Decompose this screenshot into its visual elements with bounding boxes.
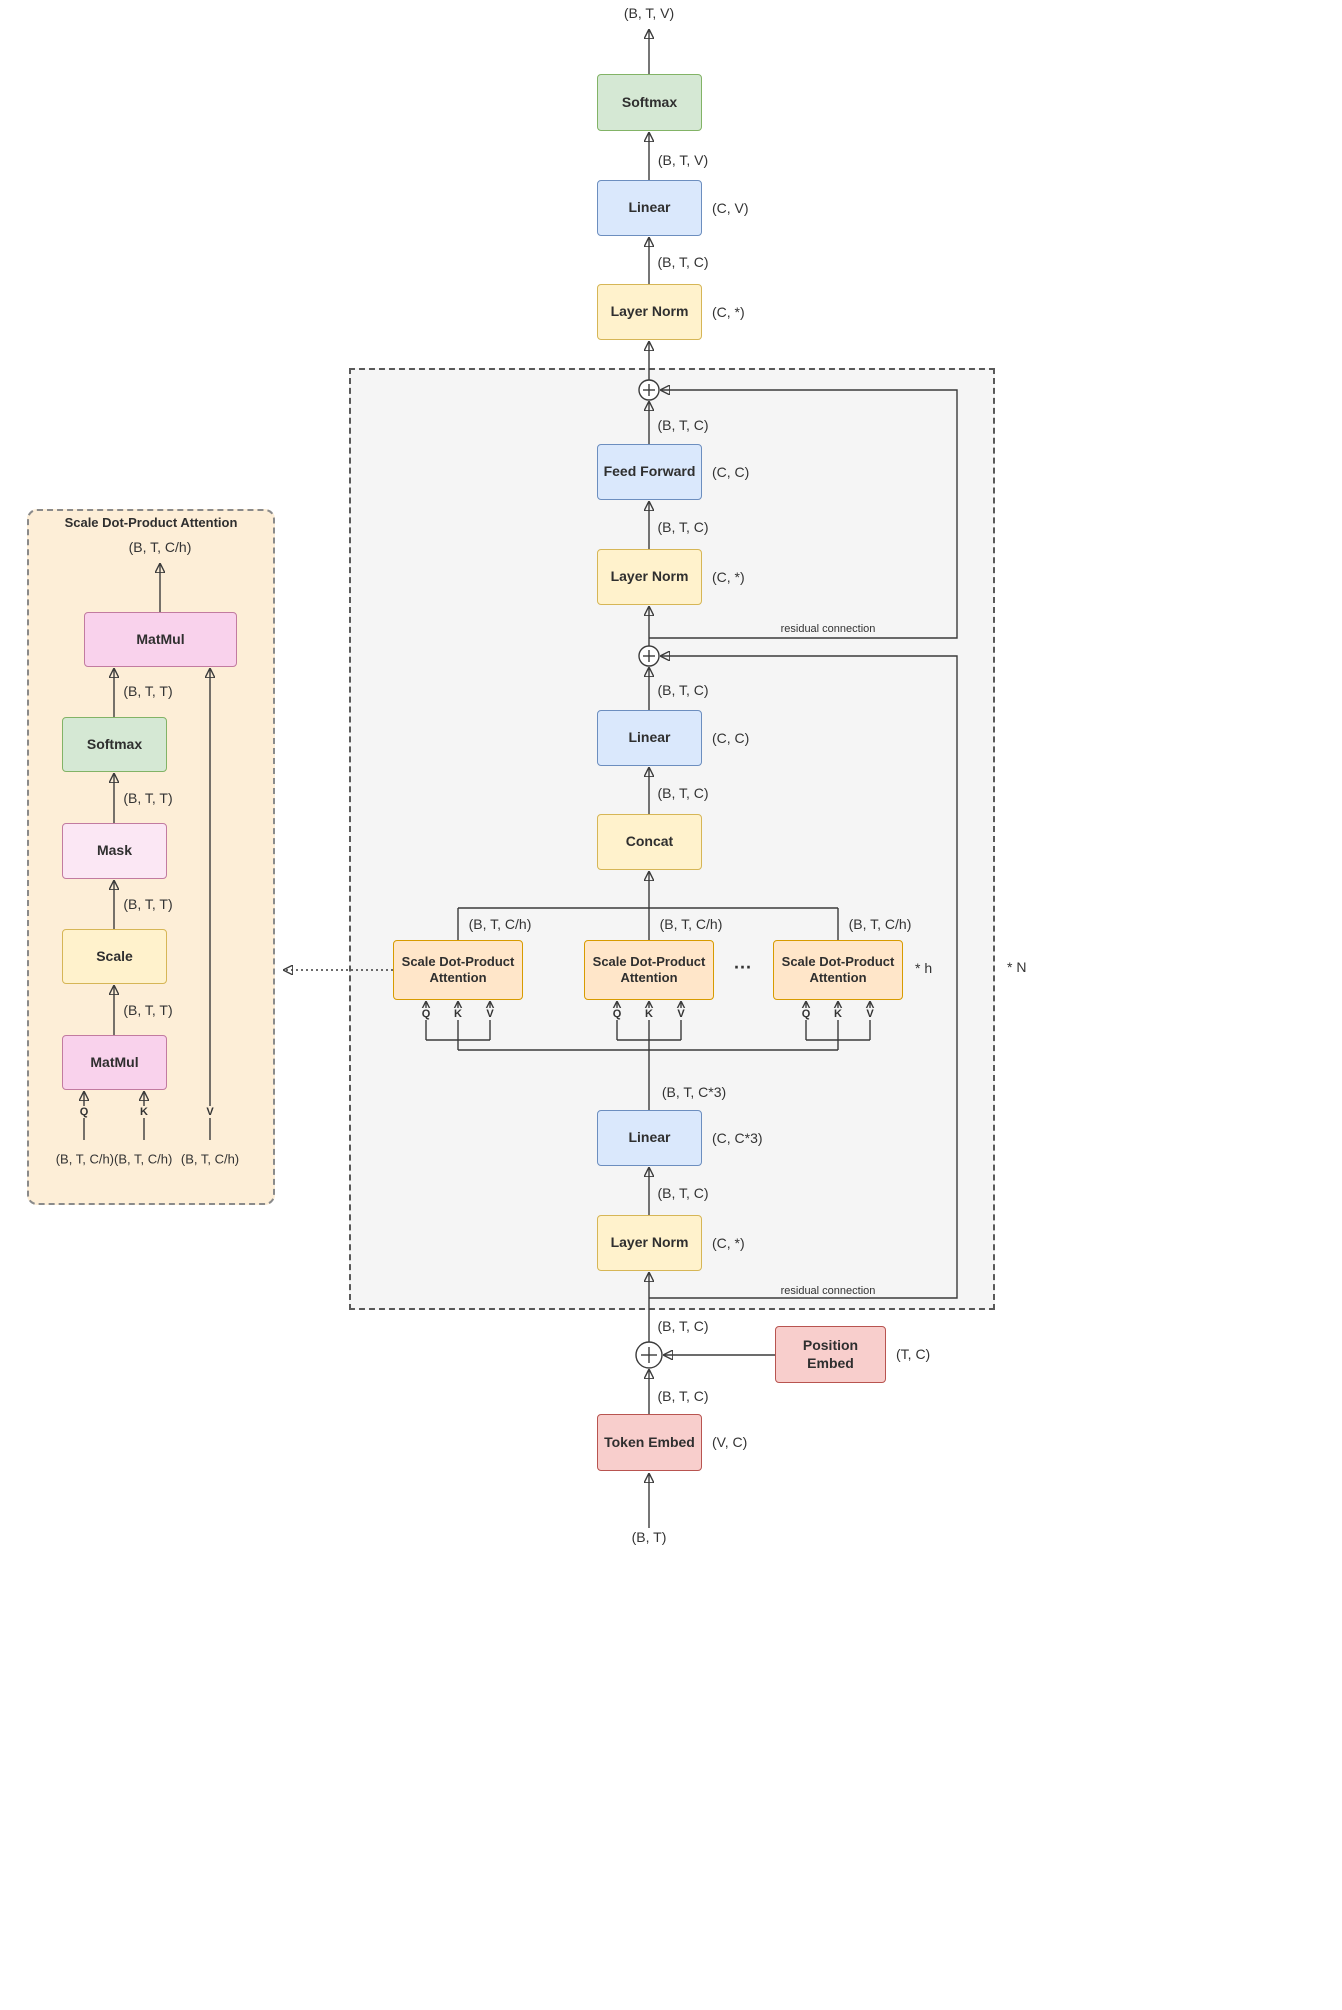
layernorm-1-block: Layer Norm — [597, 1215, 702, 1271]
times-h-label: * h — [915, 960, 933, 976]
layernorm-2-block: Layer Norm — [597, 549, 702, 605]
dim-label-layernorm-1: (C, *) — [712, 1235, 745, 1251]
shape-label-input-bottom: (B, T) — [631, 1529, 667, 1545]
inset-output-shape-label: (B, T, C/h) — [128, 539, 192, 555]
dim-label-token-embed: (V, C) — [712, 1434, 748, 1450]
q-label-head3: Q — [799, 1008, 813, 1020]
linear-proj-block: Linear — [597, 710, 702, 766]
inset-btt-label-3: (B, T, T) — [123, 896, 173, 912]
shape-label-btch-head2: (B, T, C/h) — [659, 916, 723, 932]
dim-label-layernorm-out: (C, *) — [712, 304, 745, 320]
k-label-head1: K — [452, 1008, 464, 1020]
shape-label-btch-head1: (B, T, C/h) — [468, 916, 532, 932]
shape-label-btc-2: (B, T, C) — [657, 417, 709, 433]
softmax-output-block: Softmax — [597, 74, 702, 131]
k-label-head2: K — [643, 1008, 655, 1020]
shape-label-btc3: (B, T, C*3) — [661, 1084, 727, 1100]
q-label-head1: Q — [419, 1008, 433, 1020]
times-n-label: * N — [1007, 959, 1027, 975]
inset-softmax-block: Softmax — [62, 717, 167, 772]
main-flow-wires — [426, 30, 870, 1528]
residual-wires — [649, 390, 958, 1299]
shape-label-btch-head3: (B, T, C/h) — [848, 916, 912, 932]
shape-label-btc-3: (B, T, C) — [657, 519, 709, 535]
heads-ellipsis: ... — [733, 952, 753, 973]
inset-btt-label-4: (B, T, T) — [123, 1002, 173, 1018]
linear-qkv-block: Linear — [597, 1110, 702, 1166]
dim-label-linear-proj: (C, C) — [712, 730, 750, 746]
shape-label-btc-1: (B, T, C) — [657, 254, 709, 270]
inset-v-input-shape-label: (B, T, C/h) — [180, 1151, 240, 1167]
shape-label-btc-6: (B, T, C) — [657, 1185, 709, 1201]
inset-matmul-top-block: MatMul — [84, 612, 237, 667]
v-label-head1: V — [484, 1008, 496, 1020]
feed-forward-block: Feed Forward — [597, 444, 702, 500]
attention-detail-title: Scale Dot-Product Attention — [64, 515, 238, 530]
layernorm-output-block: Layer Norm — [597, 284, 702, 340]
shape-label-btc-5: (B, T, C) — [657, 785, 709, 801]
shape-label-btv-mid: (B, T, V) — [657, 152, 709, 168]
shape-label-btc-7: (B, T, C) — [657, 1318, 709, 1334]
inset-qk-input-shape-label: (B, T, C/h)(B, T, C/h) — [55, 1151, 173, 1167]
dim-label-position-embed: (T, C) — [896, 1346, 931, 1362]
linear-output-block: Linear — [597, 180, 702, 236]
k-label-head3: K — [832, 1008, 844, 1020]
shape-label-btc-8: (B, T, C) — [657, 1388, 709, 1404]
token-embed-block: Token Embed — [597, 1414, 702, 1471]
v-label-head2: V — [675, 1008, 687, 1020]
concat-block: Concat — [597, 814, 702, 870]
dim-label-linear-qkv: (C, C*3) — [712, 1130, 763, 1146]
inset-scale-block: Scale — [62, 929, 167, 984]
inset-q-label: Q — [77, 1106, 91, 1118]
add-nodes — [635, 379, 663, 1369]
position-embed-block: Position Embed — [775, 1326, 886, 1383]
dim-label-layernorm-2: (C, *) — [712, 569, 745, 585]
inset-k-label: K — [138, 1106, 150, 1118]
attention-head-2-block: Scale Dot-Product Attention — [584, 940, 714, 1000]
inset-mask-block: Mask — [62, 823, 167, 879]
shape-label-btc-4: (B, T, C) — [657, 682, 709, 698]
v-label-head3: V — [864, 1008, 876, 1020]
dim-label-linear-out: (C, V) — [712, 200, 749, 216]
residual-label-top: residual connection — [778, 623, 878, 635]
inset-btt-label-2: (B, T, T) — [123, 790, 173, 806]
residual-label-bottom: residual connection — [778, 1285, 878, 1297]
attention-head-1-block: Scale Dot-Product Attention — [393, 940, 523, 1000]
q-label-head2: Q — [610, 1008, 624, 1020]
inset-v-label: V — [204, 1106, 216, 1118]
dim-label-feed-forward: (C, C) — [712, 464, 750, 480]
inset-matmul-bottom-block: MatMul — [62, 1035, 167, 1090]
shape-label-output-top: (B, T, V) — [623, 5, 675, 21]
inset-btt-label-1: (B, T, T) — [123, 683, 173, 699]
attention-head-3-block: Scale Dot-Product Attention — [773, 940, 903, 1000]
